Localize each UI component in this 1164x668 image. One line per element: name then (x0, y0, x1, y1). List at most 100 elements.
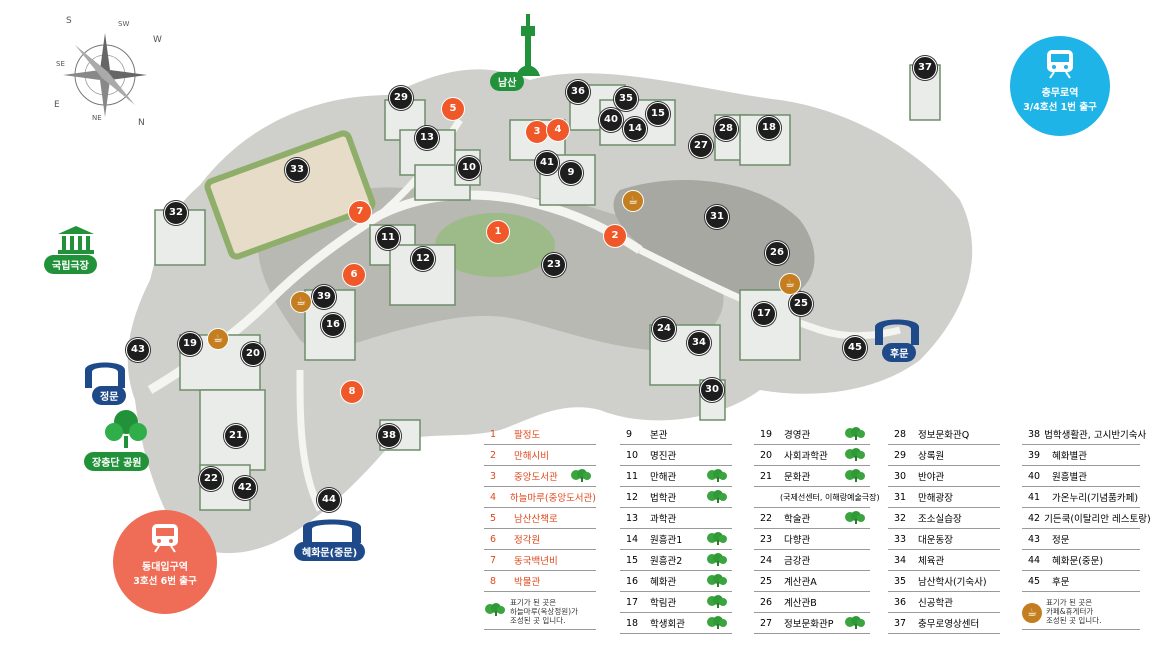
map-marker-45[interactable]: 45 (843, 336, 867, 360)
map-marker-13[interactable]: 13 (415, 126, 439, 150)
map-marker-7[interactable]: 7 (348, 200, 372, 224)
map-marker-36[interactable]: 36 (566, 80, 590, 104)
map-marker-22[interactable]: 22 (199, 467, 223, 491)
hyehwa-gate-label[interactable]: 혜화문(중문) (294, 542, 366, 561)
map-marker-28[interactable]: 28 (714, 117, 738, 141)
map-marker-42[interactable]: 42 (233, 476, 257, 500)
cafe-icon[interactable]: ☕ (207, 328, 229, 350)
map-marker-25[interactable]: 25 (789, 292, 813, 316)
back-gate-label[interactable]: 후문 (882, 343, 917, 362)
cafe-icon[interactable]: ☕ (290, 291, 312, 313)
map-marker-32[interactable]: 32 (164, 201, 188, 225)
map-marker-31[interactable]: 31 (705, 205, 729, 229)
cafe-icon[interactable]: ☕ (622, 190, 644, 212)
map-marker-6[interactable]: 6 (342, 263, 366, 287)
map-marker-40[interactable]: 40 (599, 108, 623, 132)
map-marker-1[interactable]: 1 (486, 220, 510, 244)
map-marker-33[interactable]: 33 (285, 158, 309, 182)
map-marker-29[interactable]: 29 (389, 86, 413, 110)
legend-row[interactable]: (국제선센터, 이해랑예술극장) (754, 487, 880, 508)
map-marker-24[interactable]: 24 (652, 317, 676, 341)
dongguk-station-badge[interactable]: 동대입구역 3호선 6번 출구 (113, 510, 217, 614)
map-marker-10[interactable]: 10 (457, 156, 481, 180)
map-marker-18[interactable]: 18 (757, 116, 781, 140)
map-marker-5[interactable]: 5 (441, 97, 465, 121)
map-marker-43[interactable]: 43 (126, 338, 150, 362)
map-marker-21[interactable]: 21 (224, 424, 248, 448)
map-marker-15[interactable]: 15 (646, 102, 670, 126)
map-marker-34[interactable]: 34 (687, 331, 711, 355)
map-marker-39[interactable]: 39 (312, 285, 336, 309)
chungmuro-station-badge[interactable]: 충무로역 3/4호선 1번 출구 (1010, 36, 1110, 136)
map-marker-17[interactable]: 17 (752, 302, 776, 326)
map-marker-27[interactable]: 27 (689, 134, 713, 158)
map-marker-12[interactable]: 12 (411, 247, 435, 271)
map-marker-16[interactable]: 16 (321, 313, 345, 337)
map-marker-37[interactable]: 37 (913, 56, 937, 80)
cafe-icon[interactable]: ☕ (779, 273, 801, 295)
map-marker-14[interactable]: 14 (623, 117, 647, 141)
map-marker-23[interactable]: 23 (542, 253, 566, 277)
map-marker-41[interactable]: 41 (535, 151, 559, 175)
map-marker-20[interactable]: 20 (241, 342, 265, 366)
map-marker-9[interactable]: 9 (559, 161, 583, 185)
main-gate-label[interactable]: 정문 (92, 386, 127, 405)
map-marker-38[interactable]: 38 (377, 424, 401, 448)
map-marker-19[interactable]: 19 (178, 332, 202, 356)
map-marker-30[interactable]: 30 (700, 378, 724, 402)
map-marker-44[interactable]: 44 (317, 488, 341, 512)
map-marker-2[interactable]: 2 (603, 224, 627, 248)
map-marker-11[interactable]: 11 (376, 226, 400, 250)
map-marker-35[interactable]: 35 (614, 87, 638, 111)
map-marker-4[interactable]: 4 (546, 118, 570, 142)
map-marker-8[interactable]: 8 (340, 380, 364, 404)
map-marker-3[interactable]: 3 (525, 120, 549, 144)
map-marker-26[interactable]: 26 (765, 241, 789, 265)
